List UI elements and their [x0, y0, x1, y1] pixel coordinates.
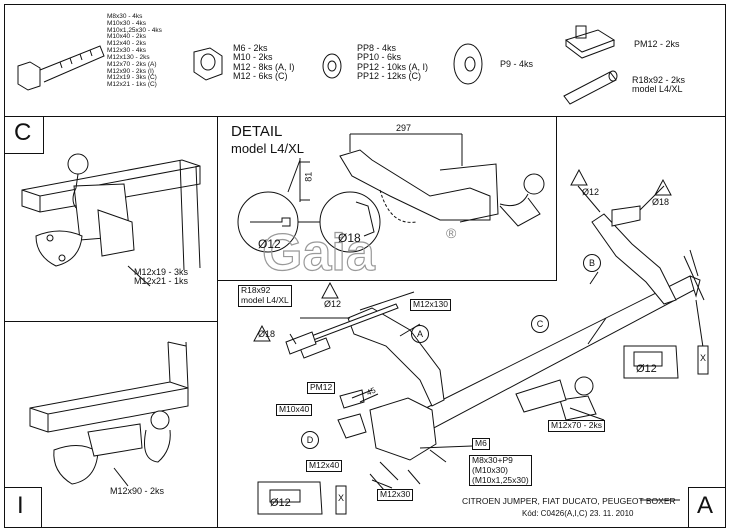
nut-item: M10 - 2ks [233, 52, 273, 63]
screw-item: M12x70 - 2ks (A) [107, 60, 157, 68]
main-d18-right: Ø18 [652, 197, 670, 207]
main-r18x92-line: model L4/XL [241, 294, 289, 305]
detail-d12: Ø12 [258, 237, 281, 251]
m12x70-label: M12x70 - 2ks [548, 420, 606, 432]
panel-i-label: M12x90 - 2ks [110, 486, 165, 496]
panel-c-drawing [21, 153, 201, 287]
drill-right-label: Ø12 [636, 363, 657, 375]
screw-item: M12x90 - 2ks (I) [107, 67, 154, 75]
screw-item: M10x1,25x30 - 4ks [107, 26, 162, 34]
big-washer-label: P9 - 4ks [500, 59, 534, 69]
m10x40-label: M10x40 [276, 404, 313, 416]
x-mark-bottom: X [338, 493, 345, 503]
registered-mark: ® [446, 225, 457, 241]
tube-label: R18x92 - 2ks model L4/XL [632, 75, 686, 95]
tube-label-line: model L4/XL [632, 84, 683, 95]
screw-item: M12x130 - 2ks [107, 53, 150, 61]
panel-c-label: M12x21 - 1ks [134, 276, 189, 287]
m12x40-label: M12x40 [306, 460, 343, 472]
m6-label: M6 [472, 438, 490, 450]
tube-label-line: R18x92 - 2ks [632, 75, 686, 85]
nut-item: M12 - 8ks (A, I) [233, 61, 295, 72]
main-drawing [253, 168, 709, 515]
circle-b: B [583, 254, 601, 272]
washer-item: PP12 - 10ks (A, I) [357, 61, 429, 72]
washer-item: PP12 - 12ks (C) [357, 71, 422, 82]
screw-list: M8x30 - 4ks M10x30 - 4ks M10x1,25x30 - 4… [107, 13, 162, 89]
dim-297: 297 [396, 123, 412, 133]
watermark-text: Gaia [262, 224, 376, 282]
panel-a-letter: A [697, 492, 714, 519]
washer-item: PP10 - 6ks [357, 52, 402, 63]
footer-code: Kód: C0426(A,I,C) 23. 11. 2010 [522, 509, 634, 518]
plate-label: PM12 - 2ks [634, 39, 680, 49]
nut-icon [193, 47, 223, 81]
panel-a-letter-box [688, 487, 726, 528]
detail-d18: Ø18 [338, 231, 361, 245]
washer-icon [322, 53, 342, 79]
nut-list: M6 - 2ks M10 - 2ks M12 - 8ks (A, I) M12 … [233, 43, 295, 82]
detail-subtitle: model L4/XL [231, 141, 304, 156]
main-r18x92-label: R18x92 model L4/XL [238, 285, 292, 307]
detail-panel [217, 116, 557, 281]
dim-81: 81 [303, 171, 314, 182]
panel-i [4, 321, 218, 528]
main-d12-right: Ø12 [582, 187, 600, 197]
circle-c: C [531, 315, 549, 333]
circle-a: A [411, 325, 429, 343]
screw-item: M10x30 - 4ks [107, 19, 147, 27]
m8x30-line: M8x30+P9 [472, 455, 513, 465]
nut-item: M6 - 2ks [233, 43, 268, 53]
footer-title: CITROEN JUMPER, FIAT DUCATO, PEUGEOT BOX… [462, 496, 676, 506]
plate-icon [564, 25, 616, 59]
screw-item: M10x40 - 2ks [107, 33, 147, 41]
washer-list: PP8 - 4ks PP10 - 6ks PP12 - 10ks (A, I) … [357, 43, 429, 82]
screw-item: M12x19 - 3ks (C) [107, 74, 157, 82]
detail-title: DETAIL [231, 123, 283, 140]
m8x30-line: (M10x1,25x30) [472, 474, 529, 485]
m8x30-block: M8x30+P9 (M10x30) (M10x1,25x30) [469, 455, 532, 487]
panel-i-drawing [29, 341, 189, 487]
nut-item: M12 - 6ks (C) [233, 71, 288, 82]
screw-item: M12x30 - 4ks [107, 47, 147, 55]
circle-d: D [301, 431, 319, 449]
x-mark-right: X [700, 353, 707, 363]
drill-bottom-label: Ø12 [270, 497, 291, 509]
screw-item: M12x21 - 1ks (C) [107, 81, 157, 89]
tube-icon [563, 70, 618, 105]
m8x30-line: (M10x30) [472, 464, 508, 475]
panel-c-label: M12x19 - 3ks [134, 267, 189, 277]
panel-i-letter-box [4, 487, 42, 528]
panel-c-labels: M12x19 - 3ks M12x21 - 1ks [134, 267, 189, 287]
panel-c-letter-box [4, 116, 44, 154]
screw-item: M8x30 - 4ks [107, 13, 143, 20]
washer-item: PP8 - 4ks [357, 43, 397, 53]
main-r18x92-line: R18x92 [241, 285, 271, 295]
screw-item: M12x40 - 2ks [107, 40, 147, 48]
bolt-icon [17, 45, 105, 91]
panel-i-letter: I [17, 492, 24, 519]
m12x30-label: M12x30 [377, 489, 414, 501]
main-d18-left: Ø18 [258, 329, 276, 339]
big-washer-icon [453, 43, 483, 85]
main-d12-top: Ø12 [324, 299, 342, 309]
detail-drawing [237, 133, 545, 253]
m12x130-label: M12x130 [410, 299, 451, 311]
panel-c-letter: C [14, 119, 32, 146]
pm12-label: PM12 [307, 382, 336, 394]
